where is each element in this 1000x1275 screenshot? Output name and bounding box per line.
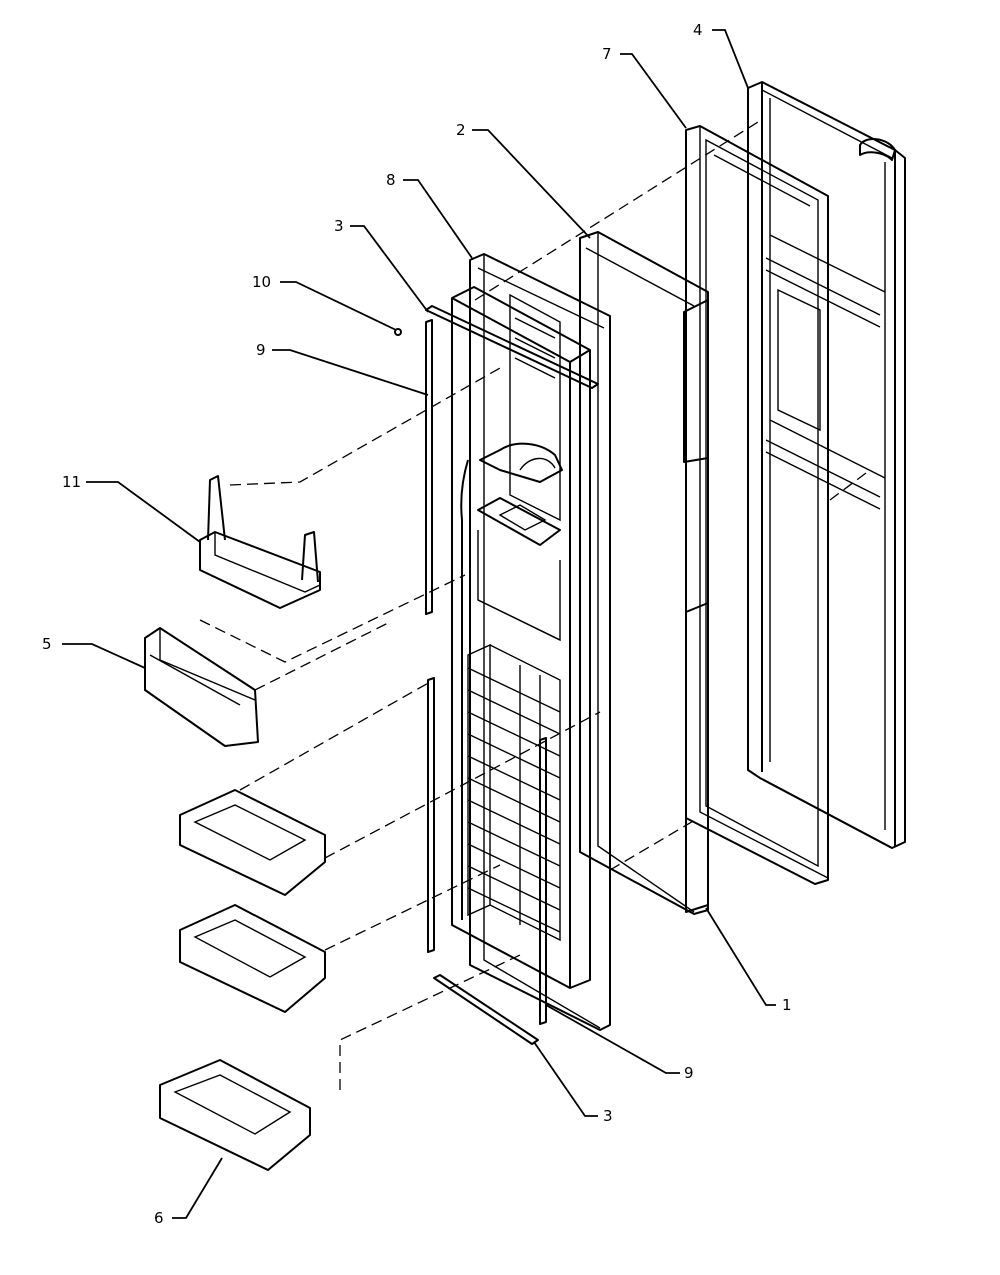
callout-6: 6 <box>154 1209 164 1227</box>
trim-strip-lower <box>427 677 435 953</box>
callout-3-lower: 3 <box>603 1107 613 1125</box>
screw <box>394 328 402 336</box>
callout-9-lower: 9 <box>684 1064 694 1082</box>
door-bin-large-1 <box>179 789 326 896</box>
trim-strip-upper <box>425 319 433 615</box>
door-liner-panel <box>579 231 709 915</box>
callout-leaders <box>62 29 776 1219</box>
callout-10: 10 <box>252 273 271 291</box>
door-bin-large-2 <box>179 904 326 1013</box>
rail-lower <box>433 974 539 1045</box>
callout-9-upper: 9 <box>256 341 266 359</box>
callout-11: 11 <box>62 473 81 491</box>
callout-3-upper: 3 <box>334 217 344 235</box>
callout-8: 8 <box>386 171 396 189</box>
door-bin-6 <box>159 1059 311 1171</box>
callout-1: 1 <box>782 996 792 1014</box>
callout-7: 7 <box>602 45 612 63</box>
callout-5: 5 <box>42 635 52 653</box>
outer-door-panel <box>747 81 906 849</box>
callout-2: 2 <box>456 121 466 139</box>
inner-liner-housing <box>451 253 611 1031</box>
liner-shelf-grid <box>467 643 561 942</box>
callout-4: 4 <box>693 21 703 39</box>
door-bin-11 <box>199 475 321 609</box>
callout-labels: 4 7 2 8 3 10 9 11 5 1 9 3 6 <box>42 21 792 1227</box>
door-bin-5 <box>144 627 259 747</box>
rail-upper <box>425 305 599 389</box>
trim-strip-right <box>539 737 547 1025</box>
assembly-dashed-lines <box>199 121 871 1090</box>
